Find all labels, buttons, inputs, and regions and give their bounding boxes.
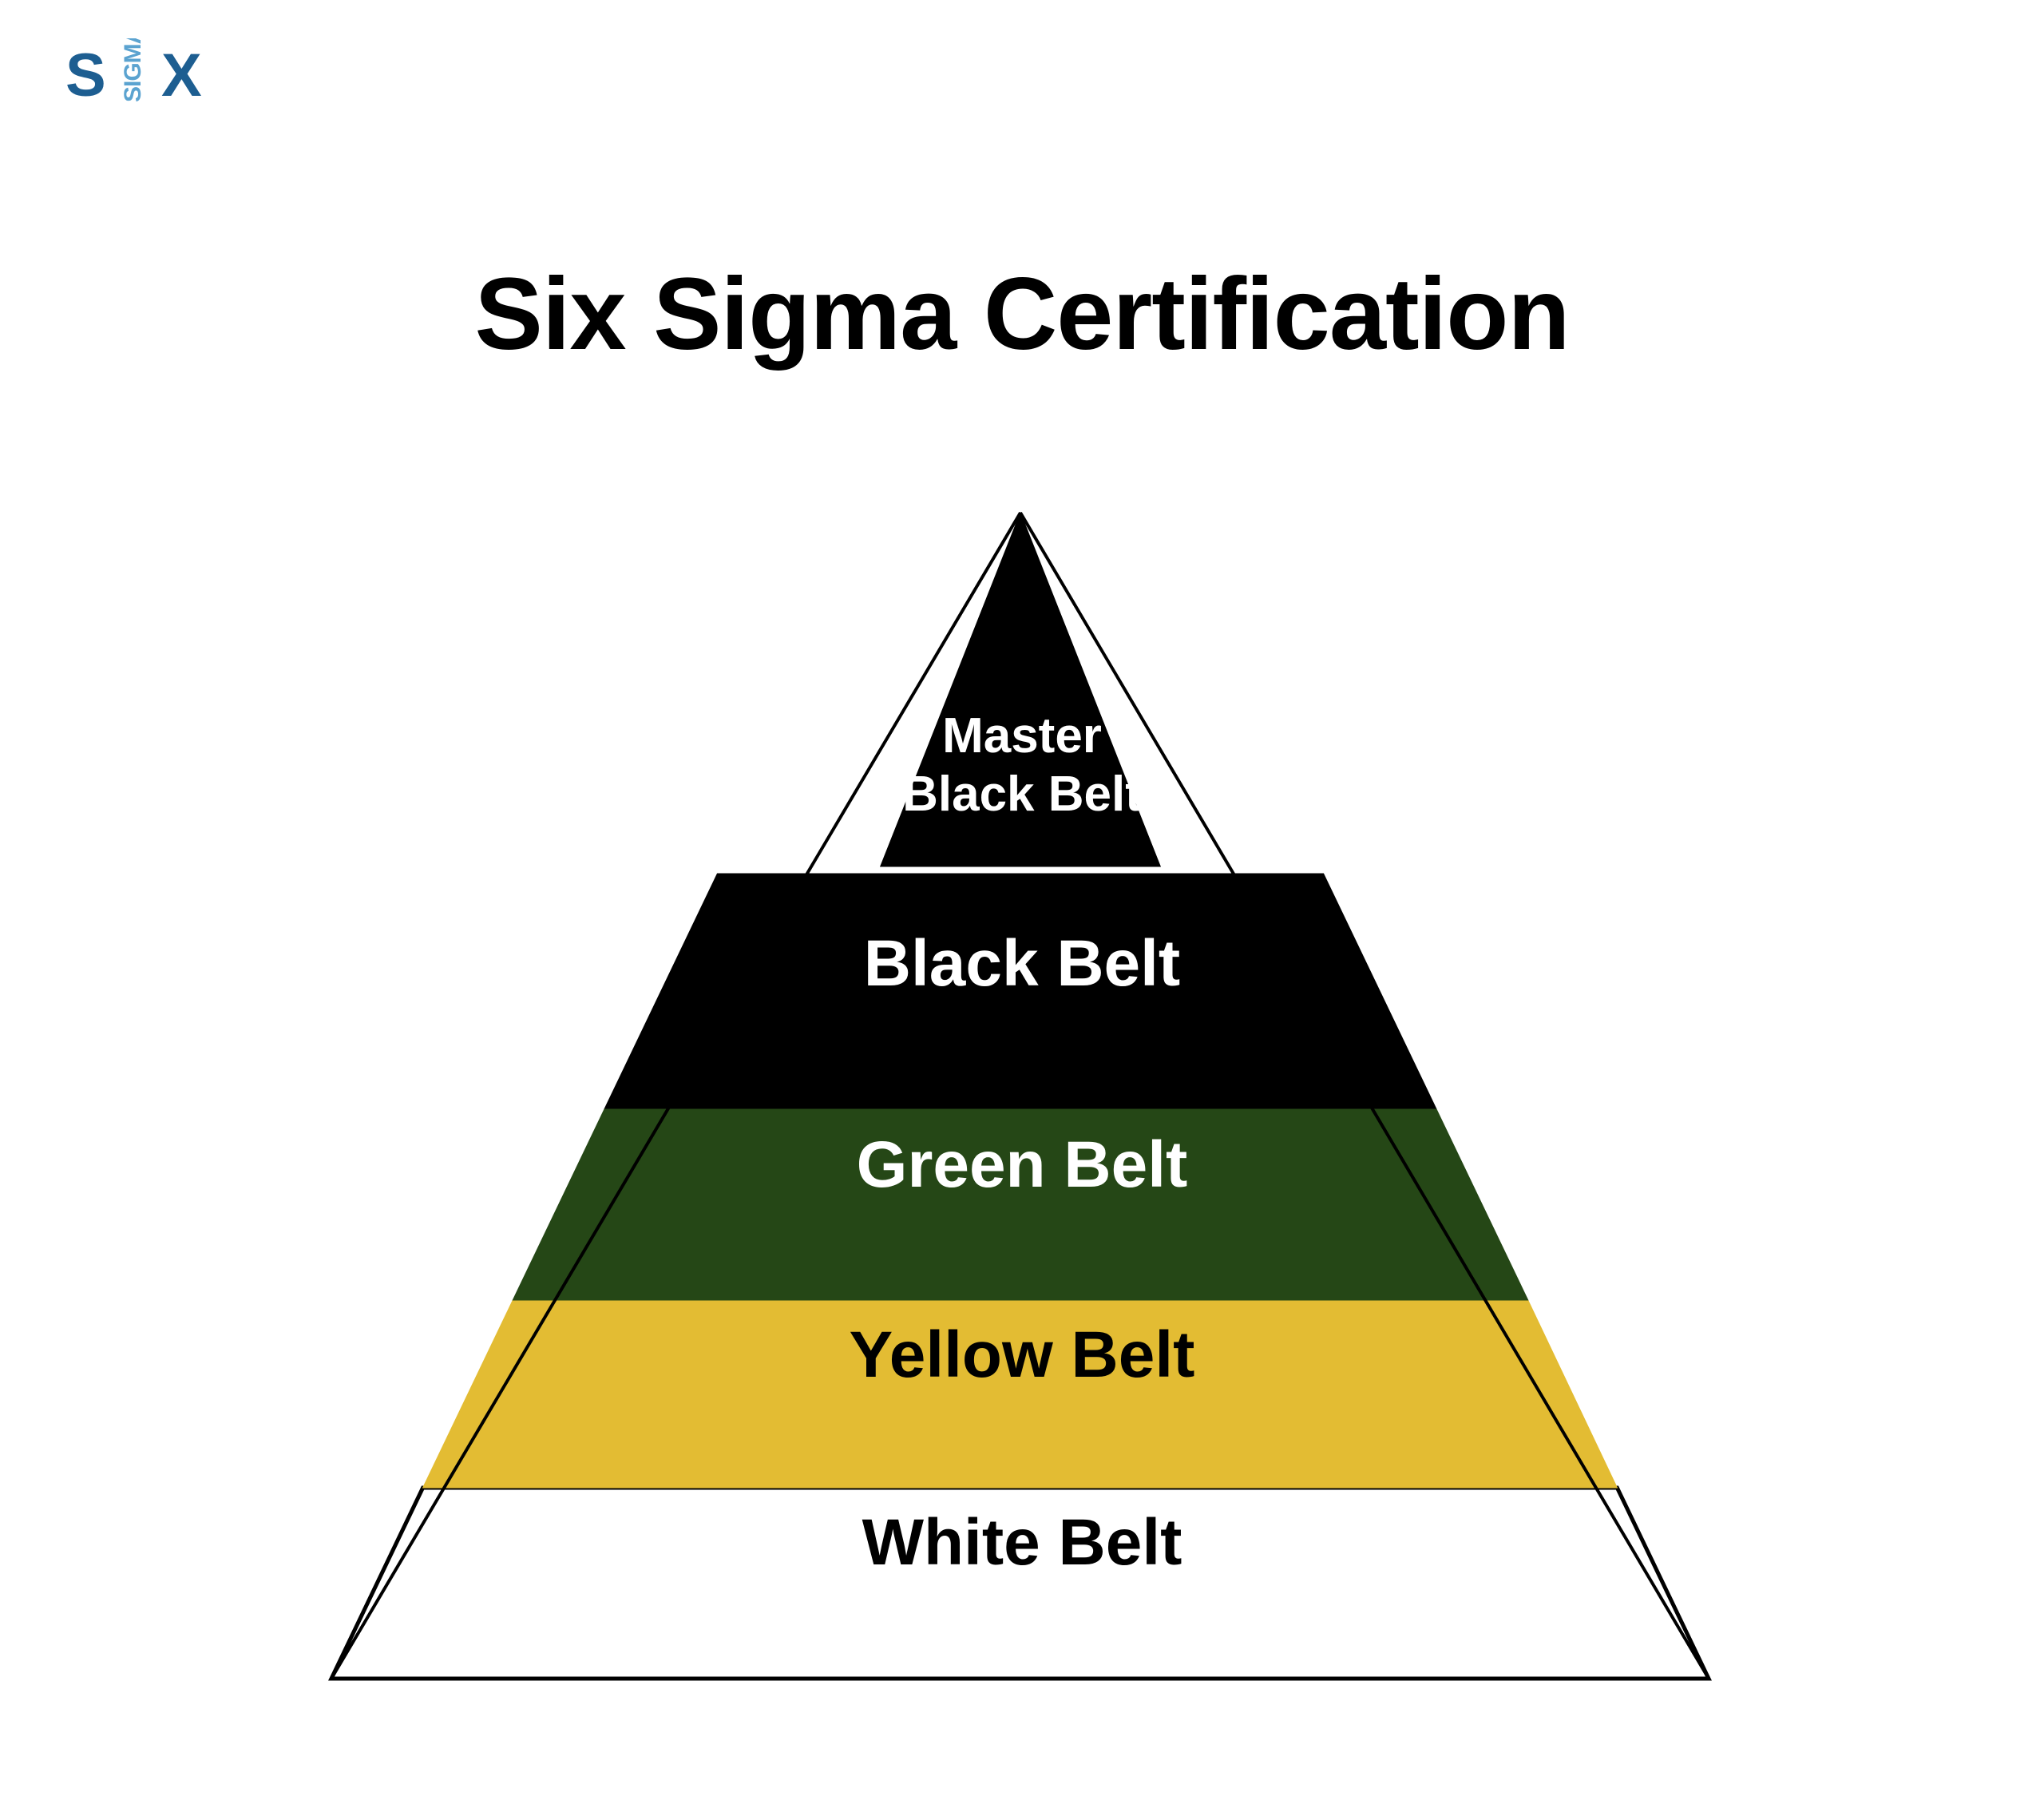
pyramid-band-white-belt[interactable] [328,1485,1712,1681]
logo-word-sigma: SIGMA [120,38,146,102]
logo-letter-s: S [65,42,106,109]
six-sigma-logo: S SIGMA X [65,38,202,109]
pyramid-band-green-belt[interactable] [512,1108,1529,1301]
pyramid-band-master-black-belt[interactable] [879,511,1162,867]
pyramid-band-yellow-belt[interactable] [422,1299,1618,1489]
logo-letter-x: X [161,42,202,109]
page-title: Six Sigma Certification [474,257,1570,371]
pyramid-band-black-belt[interactable] [604,873,1437,1109]
pyramid-outline [328,511,1712,1680]
